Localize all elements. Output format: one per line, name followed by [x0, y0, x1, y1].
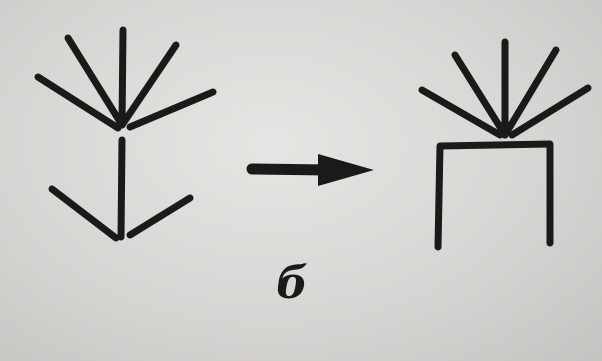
figure-caption: б [262, 262, 322, 306]
left-upper-fan [38, 30, 213, 128]
arrow-shaft [252, 169, 328, 170]
transform-arrow [252, 154, 374, 186]
stem-stroke [121, 140, 122, 237]
frame-stroke [438, 144, 550, 247]
fan-stroke [512, 88, 588, 135]
leg-stroke [52, 189, 116, 238]
fan-stroke [122, 30, 123, 125]
left-lower-stem [52, 140, 190, 238]
right-frame [438, 144, 550, 247]
arrow-head [318, 154, 374, 186]
right-upper-fan [422, 42, 588, 135]
leg-stroke [130, 198, 190, 235]
